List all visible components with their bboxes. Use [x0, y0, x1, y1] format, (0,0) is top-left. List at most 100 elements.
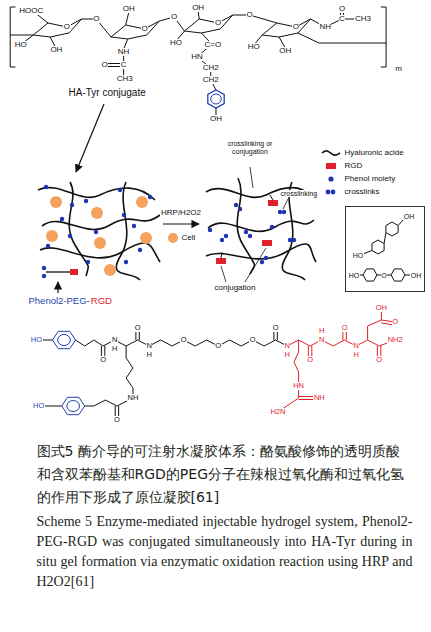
cell: [136, 196, 148, 208]
phenol-dot: [138, 248, 142, 252]
atom-label: O: [246, 11, 253, 19]
legend-text: Cell: [181, 234, 196, 242]
phenol-dot: [86, 260, 90, 264]
gel-network: [69, 182, 88, 276]
sugar-ring: [184, 15, 232, 33]
crosslink-dot: [208, 190, 302, 264]
atom-label: C=O: [204, 41, 222, 49]
atom-label: H: [318, 327, 324, 335]
crosslink-structure: [346, 207, 426, 293]
atom-label: HO: [352, 252, 364, 259]
leader-line: [283, 199, 288, 209]
gel-network: [237, 178, 254, 274]
gel-network: [208, 220, 314, 231]
atom-label: H: [353, 351, 359, 359]
atom-label: C: [120, 61, 127, 69]
atom-label: N: [284, 342, 290, 350]
atom-label: H: [146, 351, 152, 359]
atom-label: HOOC: [19, 7, 44, 15]
atom-label: O: [113, 416, 120, 424]
atom-label: OH: [192, 4, 205, 12]
cell: [46, 196, 152, 276]
atom-label: HO: [33, 402, 45, 410]
cell: [104, 264, 116, 276]
atom-label: HN: [293, 382, 305, 390]
atom-label: O: [376, 356, 383, 364]
legend-swatch: [168, 233, 178, 243]
atom-label: O: [392, 318, 399, 326]
gel-network: [38, 182, 160, 280]
cell: [94, 237, 106, 249]
bond: [126, 12, 129, 25]
atom-label: N: [111, 336, 117, 344]
atom-label: OH: [279, 47, 292, 55]
gel-network: [116, 182, 140, 280]
leader-line: [221, 266, 226, 282]
atom-label: H2N: [270, 408, 286, 416]
ha-tyr-structure: [10, 7, 386, 117]
atom-label: NH: [319, 23, 332, 31]
phenol-dot: [70, 203, 74, 207]
legend-swatch: [328, 176, 333, 181]
legend-text: crosslinks: [344, 188, 380, 196]
cell: [46, 230, 58, 242]
phenol-ring: [58, 335, 71, 346]
compound-label: HA-Tyr conjugate: [68, 88, 146, 98]
atom-label: HO: [30, 336, 42, 344]
peg-rgd-icon: [70, 269, 78, 275]
arrow: [163, 223, 199, 224]
leader-line: [221, 167, 288, 282]
atom-label: OH: [403, 213, 415, 220]
atom-label: O: [341, 324, 348, 332]
legend-swatch: [328, 176, 333, 181]
atom-label: HN: [191, 53, 204, 61]
arrow: [58, 104, 199, 293]
bond: [10, 35, 33, 36]
legend-swatch: [326, 190, 336, 195]
rgd-mark: [262, 240, 272, 246]
atom-label: O: [141, 25, 148, 33]
leader-line: [245, 248, 266, 282]
atom-label: O: [307, 356, 314, 364]
atom-label: O: [93, 15, 100, 23]
phenol-ring: [53, 331, 76, 348]
atom-label: O: [272, 324, 279, 332]
bond: [363, 251, 372, 255]
crosslink-dot: [238, 207, 242, 211]
bond: [391, 269, 405, 281]
legend-swatch: [326, 163, 336, 169]
crosslink-dot: [224, 234, 228, 238]
rgd-mark: [216, 258, 226, 264]
crosslink-dot: [282, 210, 286, 214]
crosslink-dot: [278, 210, 282, 214]
bond: [372, 240, 384, 254]
legend-swatch: [326, 163, 336, 169]
atom-label: HO: [247, 43, 260, 51]
sugar-ring: [33, 19, 81, 37]
arrow: [57, 282, 58, 293]
bond: [36, 330, 287, 418]
phenol-ring: [208, 90, 224, 108]
crosslink-dot: [288, 238, 292, 242]
repeat-index: m: [395, 65, 403, 73]
crosslink-dot: [260, 260, 264, 264]
inset-box: OHHOHOOOH: [345, 206, 425, 292]
rgd-bond: [278, 308, 395, 412]
bracket: [381, 7, 386, 67]
atom-label: C: [339, 15, 346, 23]
rgd-bond: [368, 308, 382, 340]
atom-label: OH: [50, 46, 63, 54]
atom-label: OH: [210, 115, 223, 123]
bond: [85, 346, 133, 406]
annotation: crosslinking: [280, 190, 318, 197]
peg-rgd-icon: [42, 274, 46, 278]
crosslink-dot: [248, 234, 252, 238]
reagent-label: HRP/H2O2: [160, 209, 201, 217]
rgd-bond: [287, 340, 395, 346]
atom-label: NH2: [387, 336, 403, 344]
atom-label: O: [63, 23, 70, 31]
legend-text: RGD: [344, 162, 363, 170]
phenol-dot: [148, 195, 152, 199]
peg-rgd-icon: [46, 271, 70, 272]
